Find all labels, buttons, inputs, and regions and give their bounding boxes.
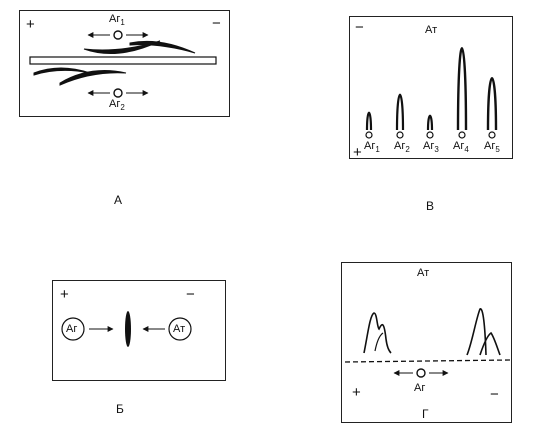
minus-sign: − xyxy=(186,286,195,303)
antigen-3-label: Аг3 xyxy=(423,140,439,154)
antigen-1-well xyxy=(365,131,373,139)
antigen-well xyxy=(416,368,426,378)
panel-a-drawing xyxy=(29,30,217,98)
rocket-peak-4 xyxy=(456,47,468,131)
caption-g: Г xyxy=(422,407,429,421)
precipitation-arc xyxy=(129,40,196,54)
plus-sign: + xyxy=(353,144,362,161)
antigen-1-well xyxy=(113,30,123,40)
antiserum-label: Ат xyxy=(425,24,438,36)
minus-sign: − xyxy=(355,19,364,36)
antigen-5-well xyxy=(488,131,496,139)
minus-sign: − xyxy=(490,386,499,403)
antiserum-trough xyxy=(29,56,217,65)
plus-sign: + xyxy=(352,384,361,401)
panel-v-drawing xyxy=(365,47,498,139)
panel-g-drawing xyxy=(344,308,511,378)
antigen-2-label: Аг2 xyxy=(109,98,125,112)
antigen-label: Аг xyxy=(414,382,426,394)
plus-sign: + xyxy=(60,286,69,303)
antigen-2-label: Аг2 xyxy=(394,140,410,154)
plus-sign: + xyxy=(26,16,35,33)
rocket-peak-3 xyxy=(426,114,434,131)
panel-b: + − Аг Ат xyxy=(52,280,226,381)
antigen-4-label: Аг4 xyxy=(453,140,469,154)
caption-b: Б xyxy=(116,402,124,416)
antigen-5-label: Аг5 xyxy=(484,140,500,154)
precipitation-arc xyxy=(83,40,161,54)
panel-g: Ат + − Аг Г xyxy=(341,262,512,423)
antigen-2-well xyxy=(113,88,123,98)
rocket-peak-2 xyxy=(395,93,405,131)
antigen-4-well xyxy=(458,131,466,139)
antigen-1-label: Аг1 xyxy=(109,13,125,27)
antigen-3-well xyxy=(426,131,434,139)
antigen-2-well xyxy=(396,131,404,139)
antiserum-label: Ат xyxy=(417,267,430,279)
caption-v: В xyxy=(426,199,435,213)
precipitation-peak xyxy=(479,331,501,356)
precipitation-peak xyxy=(374,332,384,352)
precipitation-peak xyxy=(363,312,392,354)
antigen-well xyxy=(61,317,85,341)
dashed-line xyxy=(344,359,511,363)
rocket-peak-1 xyxy=(365,111,373,131)
panel-a: + − Аг1 Аг2 xyxy=(19,10,230,117)
precipitation-arc xyxy=(59,70,127,86)
antibody-well xyxy=(168,317,192,341)
antigen-well-label: Аг xyxy=(66,323,78,335)
antibody-well-label: Ат xyxy=(173,323,186,335)
minus-sign: − xyxy=(212,15,221,32)
rocket-peak-5 xyxy=(486,77,498,131)
caption-a: А xyxy=(114,193,123,207)
antigen-1-label: Аг1 xyxy=(364,140,380,154)
precipitation-line xyxy=(125,311,131,347)
panel-b-drawing xyxy=(61,311,192,347)
panel-v: − Ат + Аг1 Аг2 Аг3 Аг4 Аг5 xyxy=(349,16,513,161)
precipitation-peak xyxy=(466,308,487,356)
